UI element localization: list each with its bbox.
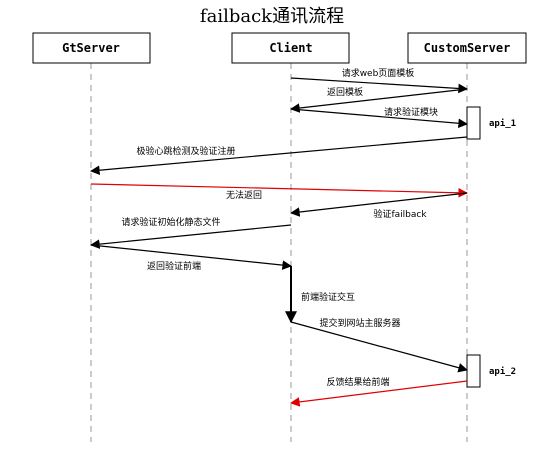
activation-label-api-2: api_2 xyxy=(489,366,516,377)
message-11: 反馈结果给前端 xyxy=(290,376,468,407)
message-label: 极验心跳检测及验证注册 xyxy=(136,145,235,157)
message-arrow xyxy=(290,321,468,373)
message-arrow xyxy=(290,380,468,407)
diagram-title: failback通讯流程 xyxy=(200,6,344,27)
participant-client: Client xyxy=(231,32,350,64)
message-3: 请求验证模块 xyxy=(290,106,468,129)
message-7: 请求验证初始化静态文件 xyxy=(90,216,292,249)
message-label: 返回模板 xyxy=(327,86,363,98)
message-arrow xyxy=(290,88,468,113)
message-2: 返回模板 xyxy=(290,86,468,113)
participant-customserver: CustomServer xyxy=(407,32,527,64)
message-arrow xyxy=(90,136,468,176)
participant-label-customserver: CustomServer xyxy=(424,41,511,55)
participant-box-gtserver xyxy=(32,32,151,64)
message-label: 请求验证初始化静态文件 xyxy=(121,216,220,228)
message-6: 验证failback xyxy=(290,192,468,220)
message-label: 验证failback xyxy=(373,208,427,220)
message-9: 前端验证交互 xyxy=(285,291,355,324)
participant-label-client: Client xyxy=(269,41,312,55)
activation-api-2 xyxy=(466,354,481,388)
message-label: 前端验证交互 xyxy=(301,291,355,303)
message-arrow xyxy=(290,192,468,217)
participant-box-client xyxy=(231,32,350,64)
message-label: 无法返回 xyxy=(226,189,262,201)
activation-label-api-1: api_1 xyxy=(489,118,516,129)
activation-api-1 xyxy=(466,106,481,140)
message-8: 返回验证前端 xyxy=(90,244,292,272)
message-label: 反馈结果给前端 xyxy=(326,376,389,388)
message-10: 提交到网站主服务器 xyxy=(290,317,468,373)
participant-box-customserver xyxy=(407,32,527,64)
message-arrow xyxy=(90,183,468,198)
message-label: 返回验证前端 xyxy=(147,260,201,272)
message-label: 请求web页面模板 xyxy=(342,67,415,79)
message-label: 请求验证模块 xyxy=(384,106,438,118)
participant-label-gtserver: GtServer xyxy=(62,41,120,55)
message-label: 提交到网站主服务器 xyxy=(319,317,400,329)
message-arrow xyxy=(290,108,468,129)
message-4: 极验心跳检测及验证注册 xyxy=(90,136,468,176)
participant-gtserver: GtServer xyxy=(32,32,151,64)
message-1: 请求web页面模板 xyxy=(290,67,468,94)
message-arrow xyxy=(90,224,292,249)
message-arrow xyxy=(290,77,468,94)
message-arrow xyxy=(90,244,292,270)
message-5: 无法返回 xyxy=(90,183,468,201)
